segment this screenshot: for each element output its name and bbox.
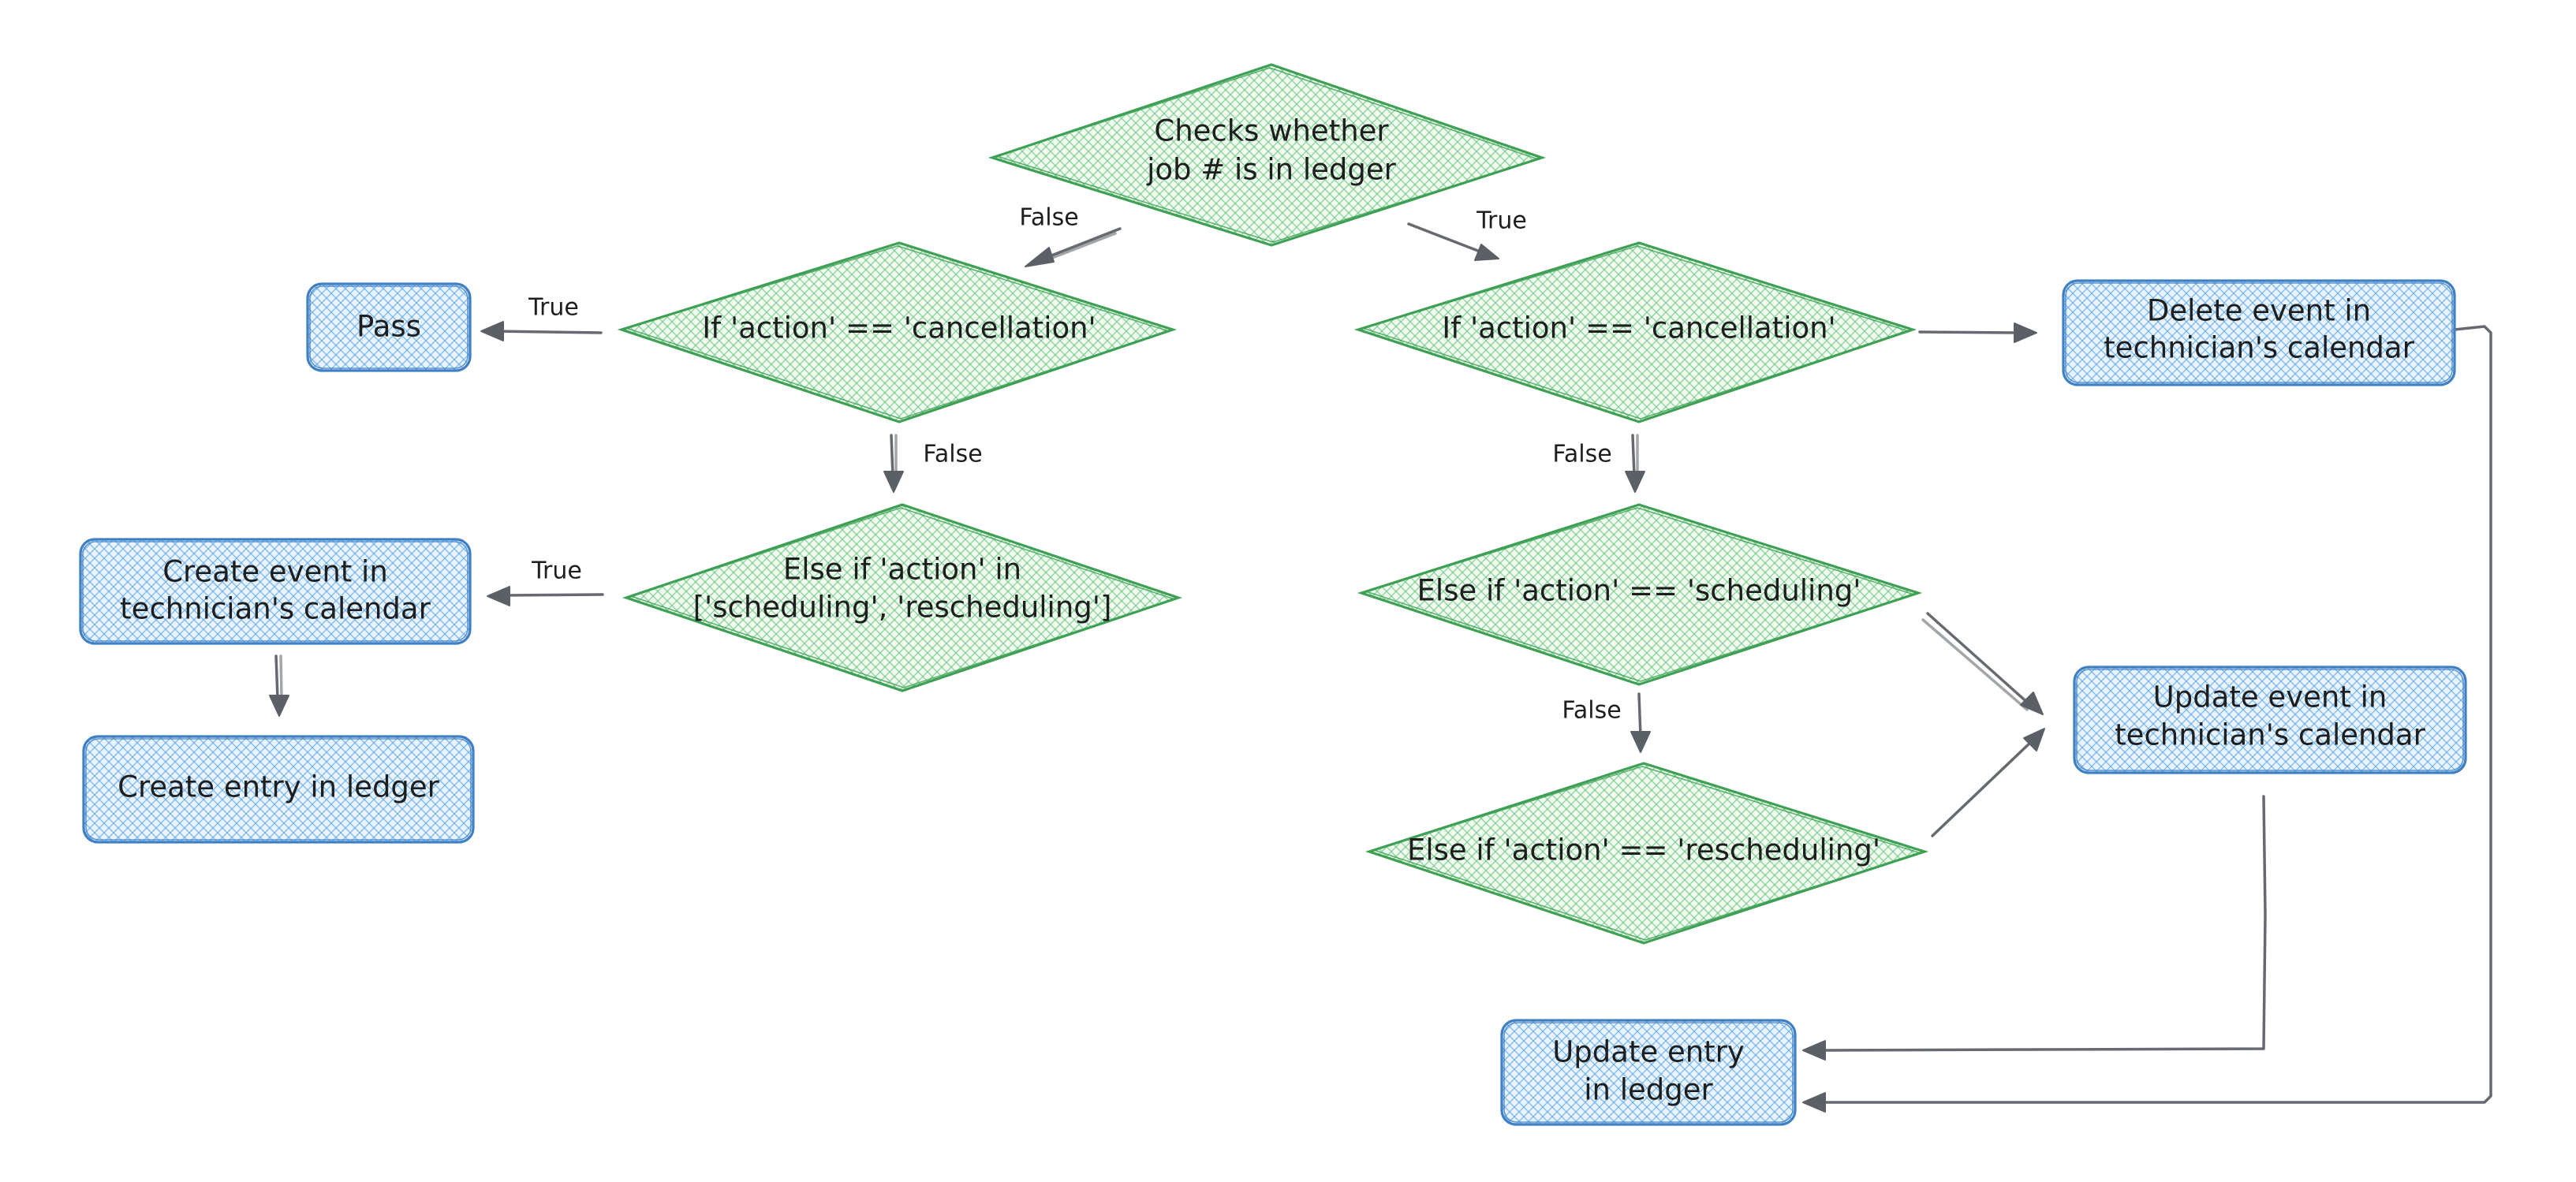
decision-left-cancellation: If 'action' == 'cancellation' (617, 241, 1178, 423)
edge-label-root-true: True (1476, 207, 1527, 235)
edge-root-to-left-cancel (1025, 227, 1122, 267)
edge-left-else-to-create-event (487, 586, 604, 606)
edge-label-left-cancel-false: False (923, 441, 982, 468)
decision-check-job-line-2: job # is in ledger (1146, 153, 1397, 187)
edge-root-to-right-cancel (1407, 222, 1499, 261)
decision-right-scheduling-line-1: Else if 'action' == 'scheduling' (1417, 574, 1861, 608)
edge-label-root-false: False (1019, 204, 1078, 232)
decision-right-rescheduling-line-1: Else if 'action' == 'rescheduling' (1407, 833, 1880, 867)
decision-left-else-line-2: ['scheduling', 'rescheduling'] (693, 591, 1112, 625)
edge-label-left-else-true: True (531, 557, 582, 585)
action-create-event-line-1: Create event in (162, 555, 388, 589)
edge-right-cancel-to-delete-event (1918, 323, 2037, 343)
edge-delete-event-to-update-entry (1802, 325, 2492, 1113)
decision-left-else-line-1: Else if 'action' in (783, 553, 1021, 587)
action-create-entry: Create entry in ledger (82, 735, 475, 844)
edge-label-right-sched-false: False (1562, 697, 1621, 725)
decision-right-rescheduling: Else if 'action' == 'rescheduling' (1365, 762, 1929, 945)
action-update-entry: Update entry in ledger (1500, 1019, 1797, 1126)
action-update-entry-line-2: in ledger (1584, 1073, 1713, 1107)
action-update-event-line-1: Update event in (2153, 680, 2387, 714)
edge-right-cancel-to-right-sched (1625, 434, 1645, 493)
edge-create-event-to-create-entry (269, 654, 289, 717)
action-create-event-line-2: technician's calendar (120, 592, 431, 626)
edge-update-event-to-update-entry (1802, 795, 2267, 1061)
decision-right-cancellation-line-1: If 'action' == 'cancellation' (1442, 311, 1835, 345)
edge-labels: False True True False True False False (528, 204, 1622, 725)
action-delete-event-line-1: Delete event in (2147, 294, 2371, 328)
edge-right-sched-to-right-resched (1630, 692, 1651, 753)
edge-label-left-cancel-true: True (528, 294, 579, 322)
edge-left-cancel-to-pass (480, 321, 603, 341)
action-create-event: Create event in technician's calendar (79, 538, 472, 645)
action-update-event: Update event in technician's calendar (2073, 666, 2467, 774)
edge-label-right-cancel-false: False (1552, 441, 1611, 468)
decision-right-cancellation: If 'action' == 'cancellation' (1353, 241, 1917, 423)
action-pass: Pass (306, 282, 472, 372)
edge-left-cancel-to-left-else (883, 434, 904, 493)
decision-check-job-line-1: Checks whether (1154, 114, 1389, 148)
decision-left-cancellation-line-1: If 'action' == 'cancellation' (702, 311, 1096, 345)
action-update-entry-line-1: Update entry (1552, 1035, 1745, 1069)
edge-right-resched-to-update-event (1931, 728, 2045, 837)
decision-right-scheduling: Else if 'action' == 'scheduling' (1357, 503, 1923, 686)
decision-left-else: Else if 'action' in ['scheduling', 'resc… (622, 503, 1183, 692)
edges (269, 222, 2492, 1113)
action-create-entry-line-1: Create entry in ledger (118, 770, 440, 804)
action-update-event-line-2: technician's calendar (2115, 718, 2425, 752)
edge-right-sched-to-update-event (1921, 612, 2044, 715)
action-delete-event: Delete event in technician's calendar (2062, 279, 2456, 386)
action-pass-line-1: Pass (357, 310, 421, 344)
decision-check-job: Checks whether job # is in ledger (987, 63, 1547, 247)
action-delete-event-line-2: technician's calendar (2104, 331, 2414, 365)
